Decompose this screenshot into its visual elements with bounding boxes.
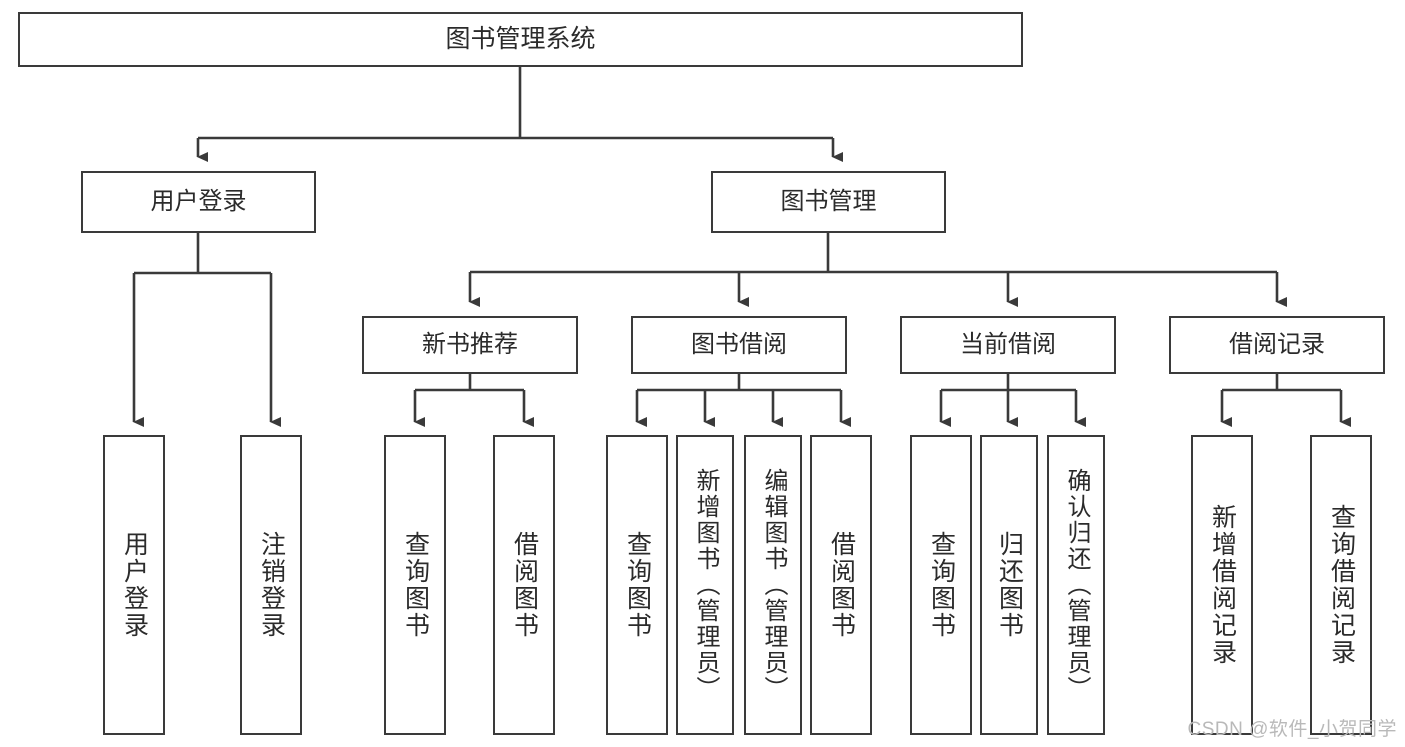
leaf-label: 用户登录 — [120, 531, 149, 639]
node-book-borrow[interactable]: 图书借阅 — [631, 316, 847, 374]
leaf-label: 借阅图书 — [827, 531, 856, 639]
node-borrow-record[interactable]: 借阅记录 — [1169, 316, 1385, 374]
leaf-label: 新增图书（管理员） — [692, 468, 719, 702]
leaf-label: 查询借阅记录 — [1327, 504, 1356, 666]
leaf-label: 借阅图书 — [510, 531, 539, 639]
leaf-user-login-user-login[interactable]: 用户登录 — [103, 435, 165, 735]
leaf-book-borrow-edit-book-admin[interactable]: 编辑图书（管理员） — [744, 435, 802, 735]
node-borrow-record-label: 借阅记录 — [1229, 331, 1325, 359]
node-user-login-label: 用户登录 — [150, 188, 247, 216]
node-root-label: 图书管理系统 — [445, 25, 596, 54]
leaf-label: 查询图书 — [623, 531, 652, 639]
leaf-book-borrow-query-book[interactable]: 查询图书 — [606, 435, 668, 735]
leaf-label: 注销登录 — [257, 531, 286, 639]
leaf-label: 查询图书 — [401, 531, 430, 639]
node-book-manage[interactable]: 图书管理 — [711, 171, 946, 233]
leaf-book-borrow-add-book-admin[interactable]: 新增图书（管理员） — [676, 435, 734, 735]
node-new-book-recommend-label: 新书推荐 — [422, 331, 518, 359]
node-user-login[interactable]: 用户登录 — [81, 171, 316, 233]
node-new-book-recommend[interactable]: 新书推荐 — [362, 316, 578, 374]
leaf-label: 编辑图书（管理员） — [760, 468, 787, 702]
node-root[interactable]: 图书管理系统 — [18, 12, 1023, 67]
leaf-label: 新增借阅记录 — [1208, 504, 1237, 666]
leaf-book-borrow-borrow-book[interactable]: 借阅图书 — [810, 435, 872, 735]
leaf-current-borrow-query-book[interactable]: 查询图书 — [910, 435, 972, 735]
leaf-borrow-record-query-record[interactable]: 查询借阅记录 — [1310, 435, 1372, 735]
leaf-label: 查询图书 — [927, 531, 956, 639]
node-book-manage-label: 图书管理 — [780, 188, 877, 216]
leaf-user-login-logout[interactable]: 注销登录 — [240, 435, 302, 735]
node-book-borrow-label: 图书借阅 — [691, 331, 787, 359]
leaf-new-book-borrow-book[interactable]: 借阅图书 — [493, 435, 555, 735]
node-current-borrow[interactable]: 当前借阅 — [900, 316, 1116, 374]
watermark: CSDN @软件_小贺同学 — [1187, 719, 1397, 740]
leaf-new-book-query-book[interactable]: 查询图书 — [384, 435, 446, 735]
leaf-current-borrow-return-book[interactable]: 归还图书 — [980, 435, 1038, 735]
leaf-label: 归还图书 — [995, 531, 1024, 639]
leaf-label: 确认归还（管理员） — [1063, 468, 1090, 702]
leaf-current-borrow-confirm-return-admin[interactable]: 确认归还（管理员） — [1047, 435, 1105, 735]
leaf-borrow-record-add-record[interactable]: 新增借阅记录 — [1191, 435, 1253, 735]
node-current-borrow-label: 当前借阅 — [960, 331, 1056, 359]
